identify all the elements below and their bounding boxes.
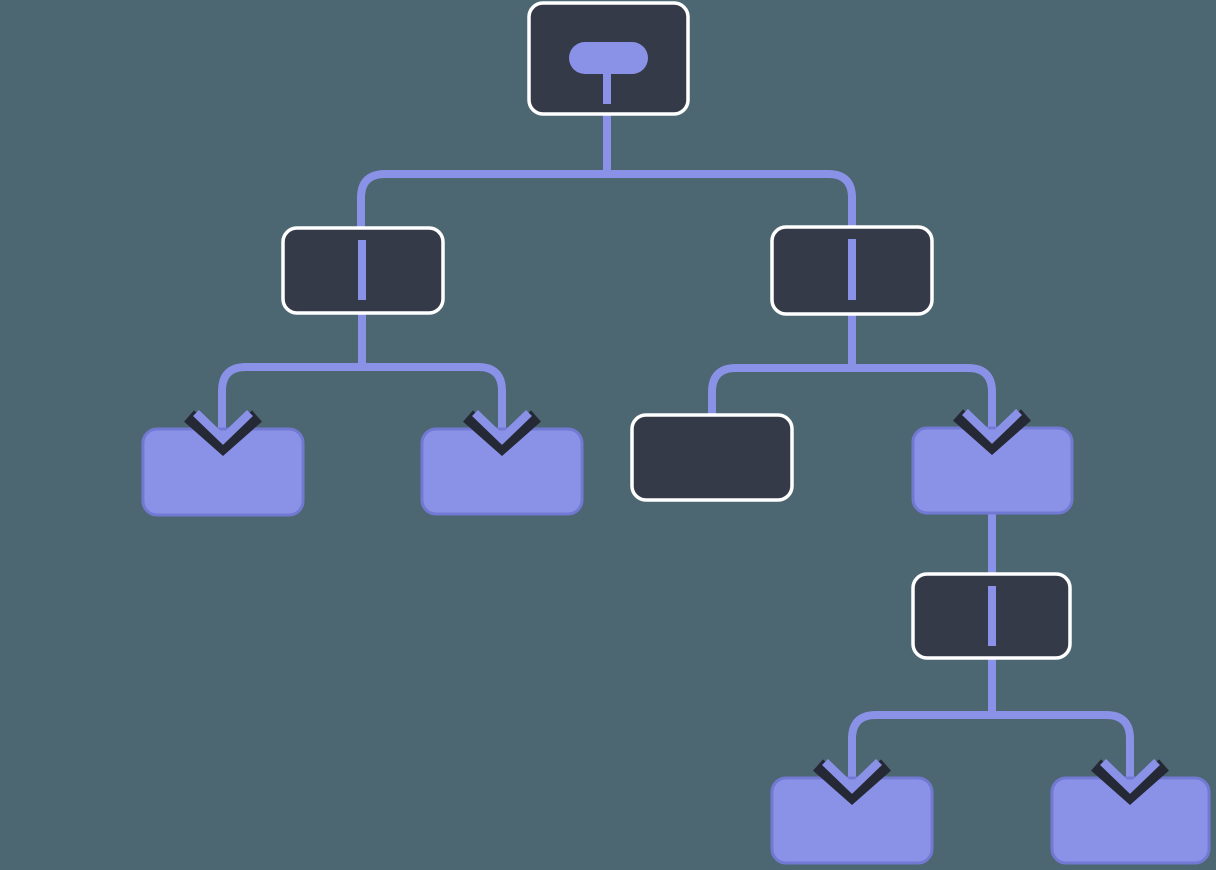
- chevron-down-arrow-icon: [953, 408, 1031, 456]
- node-leaf-right-box[interactable]: [911, 426, 1074, 515]
- node-root[interactable]: [527, 1, 690, 116]
- node-branch-right[interactable]: [770, 225, 934, 316]
- node-leaf-right[interactable]: [911, 426, 1074, 515]
- chevron-purple-arrow: [822, 758, 882, 794]
- chevron-purple-arrow: [193, 409, 253, 445]
- chevron-dark-backing: [463, 410, 541, 457]
- node-layer: [141, 1, 1211, 865]
- chevron-purple-arrow: [472, 409, 532, 445]
- vertical-line-indicator: [848, 239, 856, 300]
- node-leaf-dark[interactable]: [630, 413, 794, 502]
- chevron-down-arrow-icon: [184, 409, 262, 457]
- node-branch-lower[interactable]: [911, 572, 1072, 660]
- chevron-down-arrow-icon: [463, 409, 541, 457]
- vertical-line-indicator: [988, 586, 996, 646]
- chevron-dark-backing: [813, 759, 891, 806]
- pill-stem: [603, 72, 611, 104]
- node-leaf-bottom-2[interactable]: [1050, 776, 1211, 865]
- node-leaf-bottom-1[interactable]: [770, 776, 934, 865]
- node-leaf-left-2[interactable]: [420, 427, 584, 516]
- node-leaf-dark-box[interactable]: [630, 413, 794, 502]
- edge-branch-lower-to-leaves: [848, 655, 1134, 781]
- edge-layer: [218, 70, 1134, 781]
- chevron-dark-backing: [953, 409, 1031, 456]
- chevron-down-arrow-icon: [1091, 758, 1169, 806]
- node-branch-left[interactable]: [281, 226, 445, 315]
- edge-branch-right-to-children: [708, 310, 996, 431]
- arrowhead-layer: [184, 408, 1169, 806]
- node-leaf-left-1-box[interactable]: [141, 427, 305, 517]
- chevron-purple-arrow: [962, 408, 1022, 444]
- node-leaf-bottom-2-box[interactable]: [1050, 776, 1211, 865]
- chevron-purple-arrow: [1100, 758, 1160, 794]
- node-leaf-left-2-box[interactable]: [420, 427, 584, 516]
- pill-indicator: [569, 42, 648, 74]
- node-leaf-left-1[interactable]: [141, 427, 305, 517]
- chevron-dark-backing: [1091, 759, 1169, 806]
- chevron-dark-backing: [184, 410, 262, 457]
- node-leaf-bottom-1-box[interactable]: [770, 776, 934, 865]
- vertical-line-indicator: [358, 240, 366, 300]
- chevron-down-arrow-icon: [813, 758, 891, 806]
- edge-branch-left-to-leaves: [218, 308, 506, 431]
